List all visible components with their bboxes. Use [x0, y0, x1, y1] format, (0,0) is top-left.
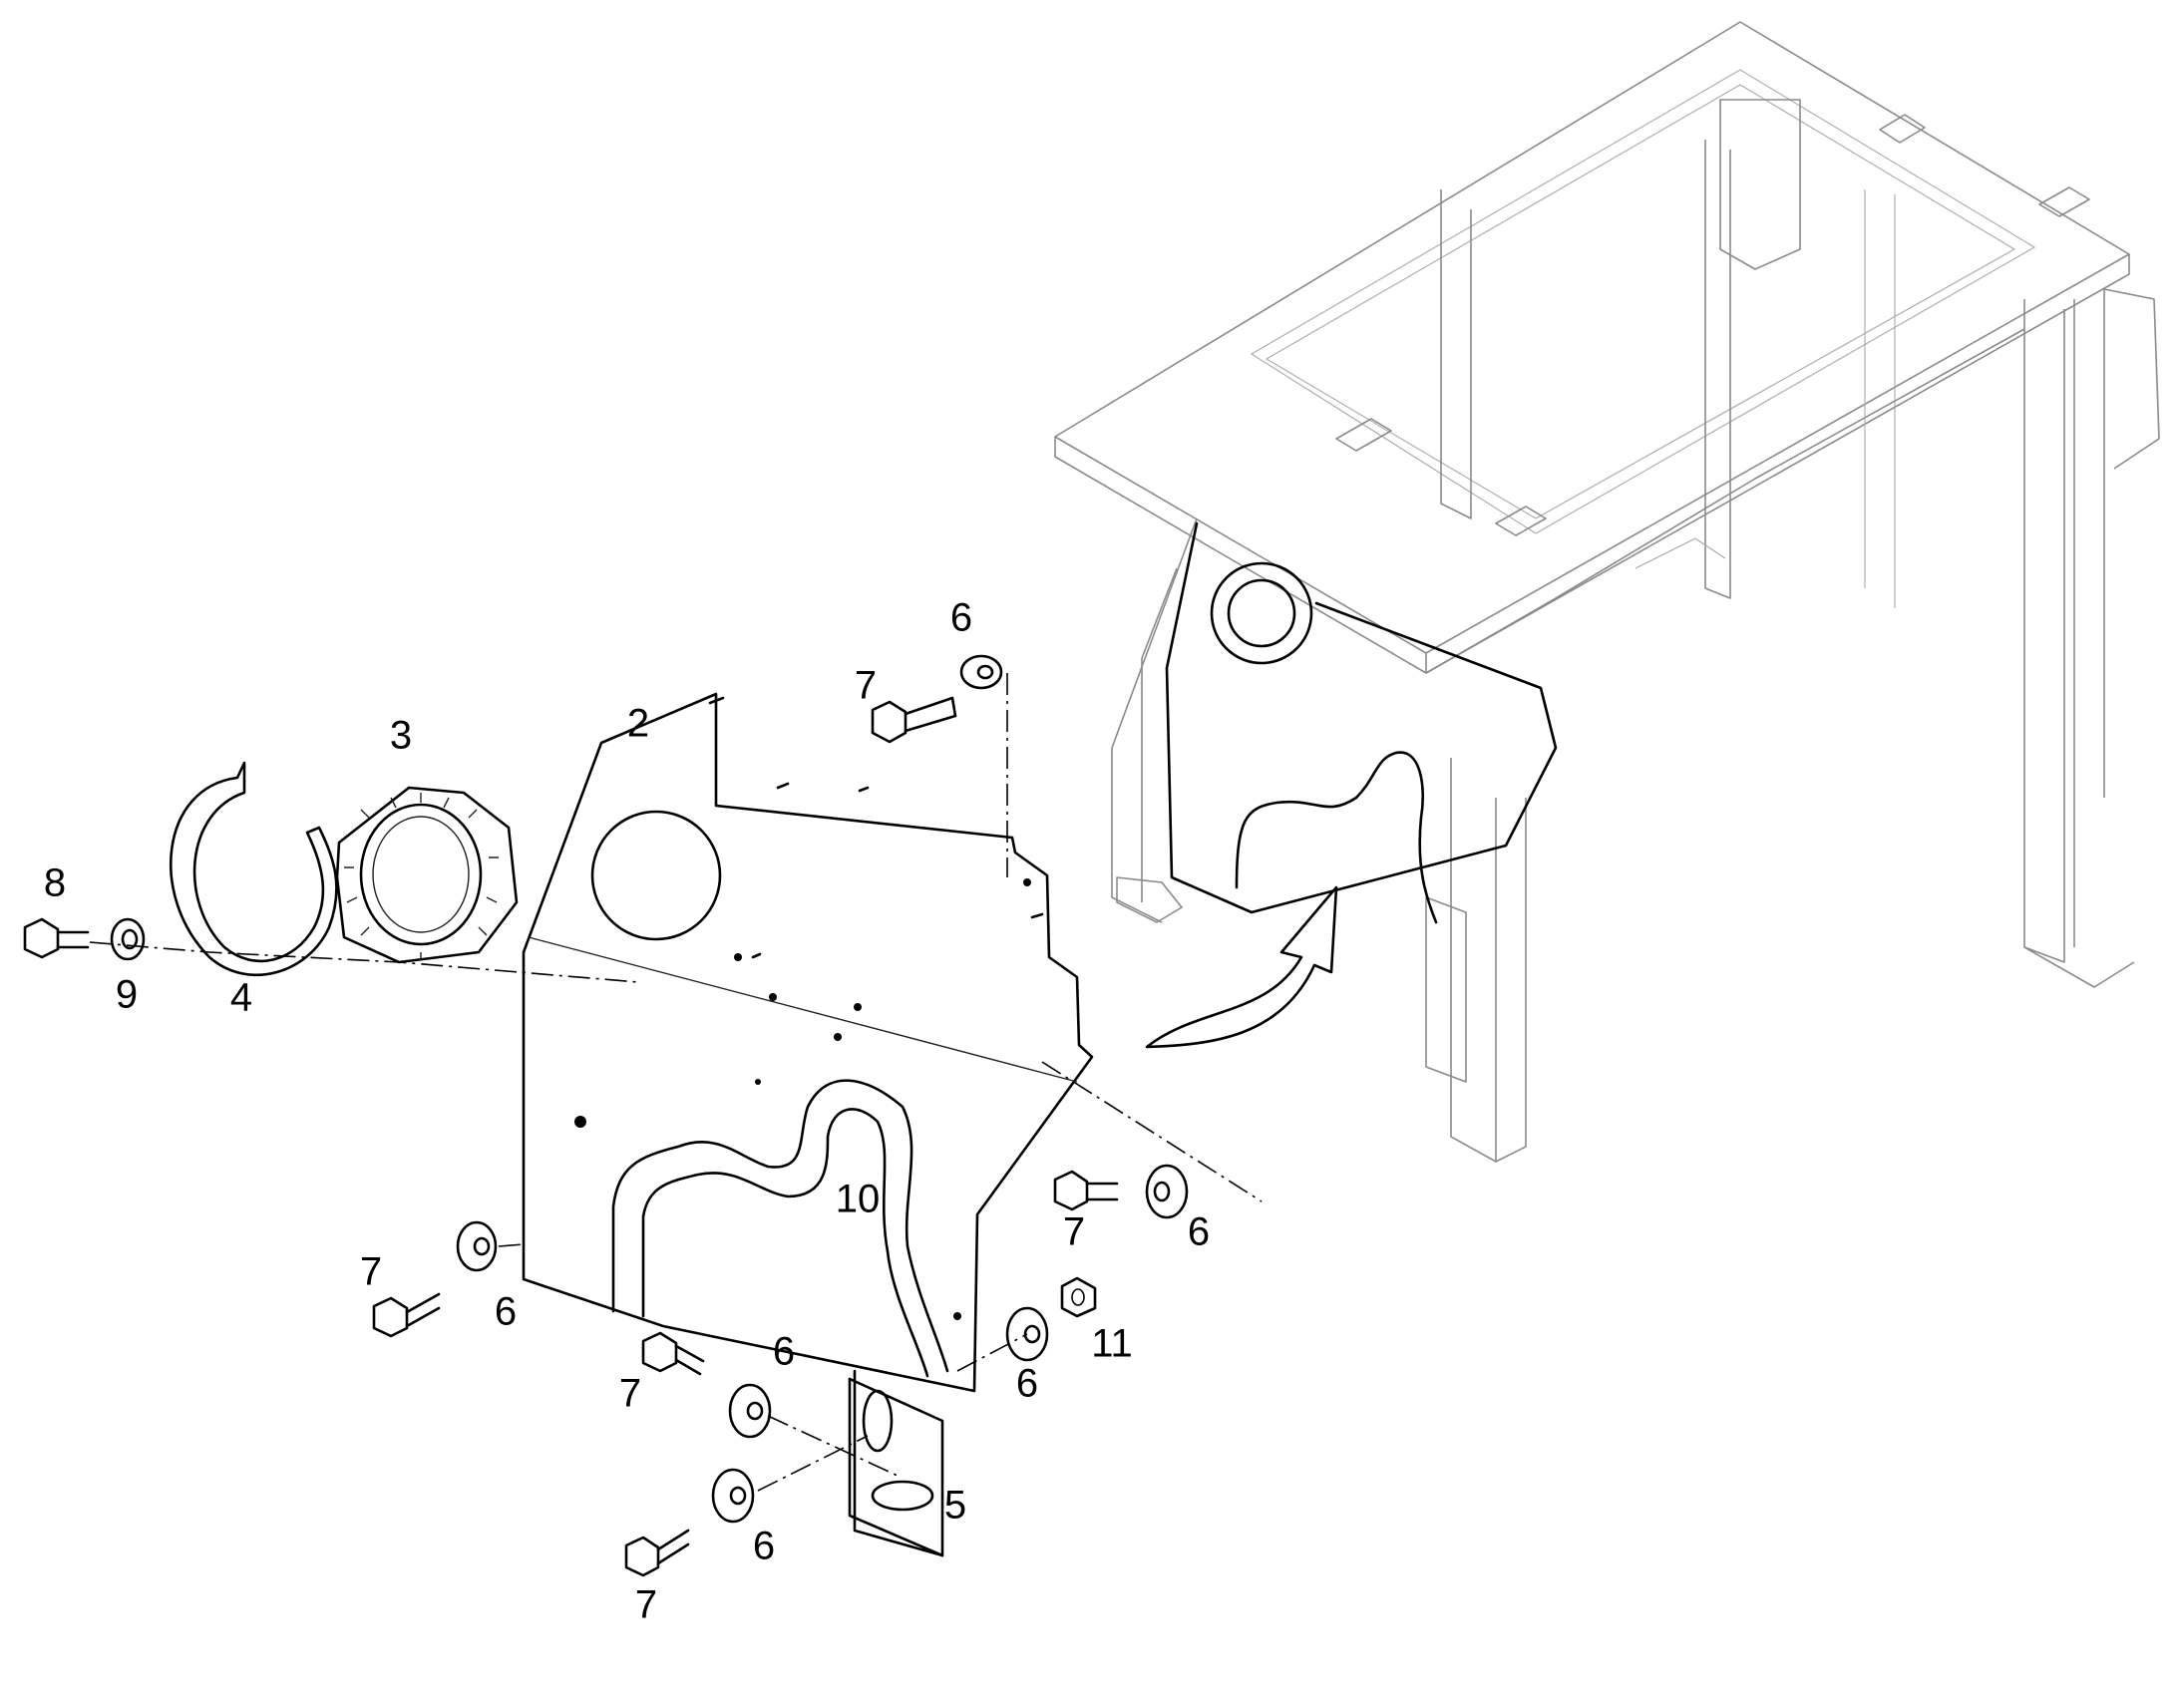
callout-6-lower-right: 6: [1016, 1362, 1038, 1406]
callout-9: 9: [116, 973, 138, 1017]
callout-8: 8: [44, 861, 66, 905]
callout-7-bottom: 7: [635, 1583, 657, 1627]
callout-6-top: 6: [950, 596, 972, 640]
callout-10: 10: [836, 1178, 881, 1221]
grommet-part-3: [335, 786, 519, 964]
installation-arrow: [1145, 885, 1338, 1049]
callout-7-mid: 7: [619, 1372, 641, 1416]
callout-6-mid: 6: [773, 1330, 795, 1374]
washers-part-6: [456, 654, 1189, 1524]
callout-7-top: 7: [855, 664, 877, 708]
callout-6-right: 6: [1188, 1210, 1210, 1254]
panel-part-2: [522, 692, 1094, 1393]
panel-mounting-holes: [574, 878, 1031, 1320]
callout-3: 3: [390, 714, 412, 758]
callout-2: 2: [627, 702, 649, 746]
callout-4: 4: [230, 976, 252, 1020]
callout-6-left: 6: [495, 1290, 517, 1334]
assembly-centerlines: [89, 673, 1263, 1492]
bracket-part-5: [848, 1369, 944, 1557]
callout-7-right: 7: [1063, 1210, 1085, 1254]
callout-labels: 2 3 4 5 6 6 6 6 6 6 7 7 7 7 7 8 9 10 11: [44, 596, 1210, 1627]
bolt-part-8: [23, 917, 90, 959]
callout-6-bottom: 6: [753, 1525, 775, 1568]
washer-part-9: [110, 917, 146, 961]
installed-panel: [1165, 521, 1558, 924]
callout-5: 5: [944, 1484, 966, 1528]
cab-frame-assembly: [1054, 21, 2160, 1163]
nut-part-11: [1060, 1276, 1097, 1318]
callout-7-left: 7: [360, 1250, 382, 1294]
retaining-ring-part-4: [170, 761, 338, 976]
callout-11: 11: [1091, 1322, 1133, 1366]
bolts-part-7: [372, 696, 1119, 1577]
